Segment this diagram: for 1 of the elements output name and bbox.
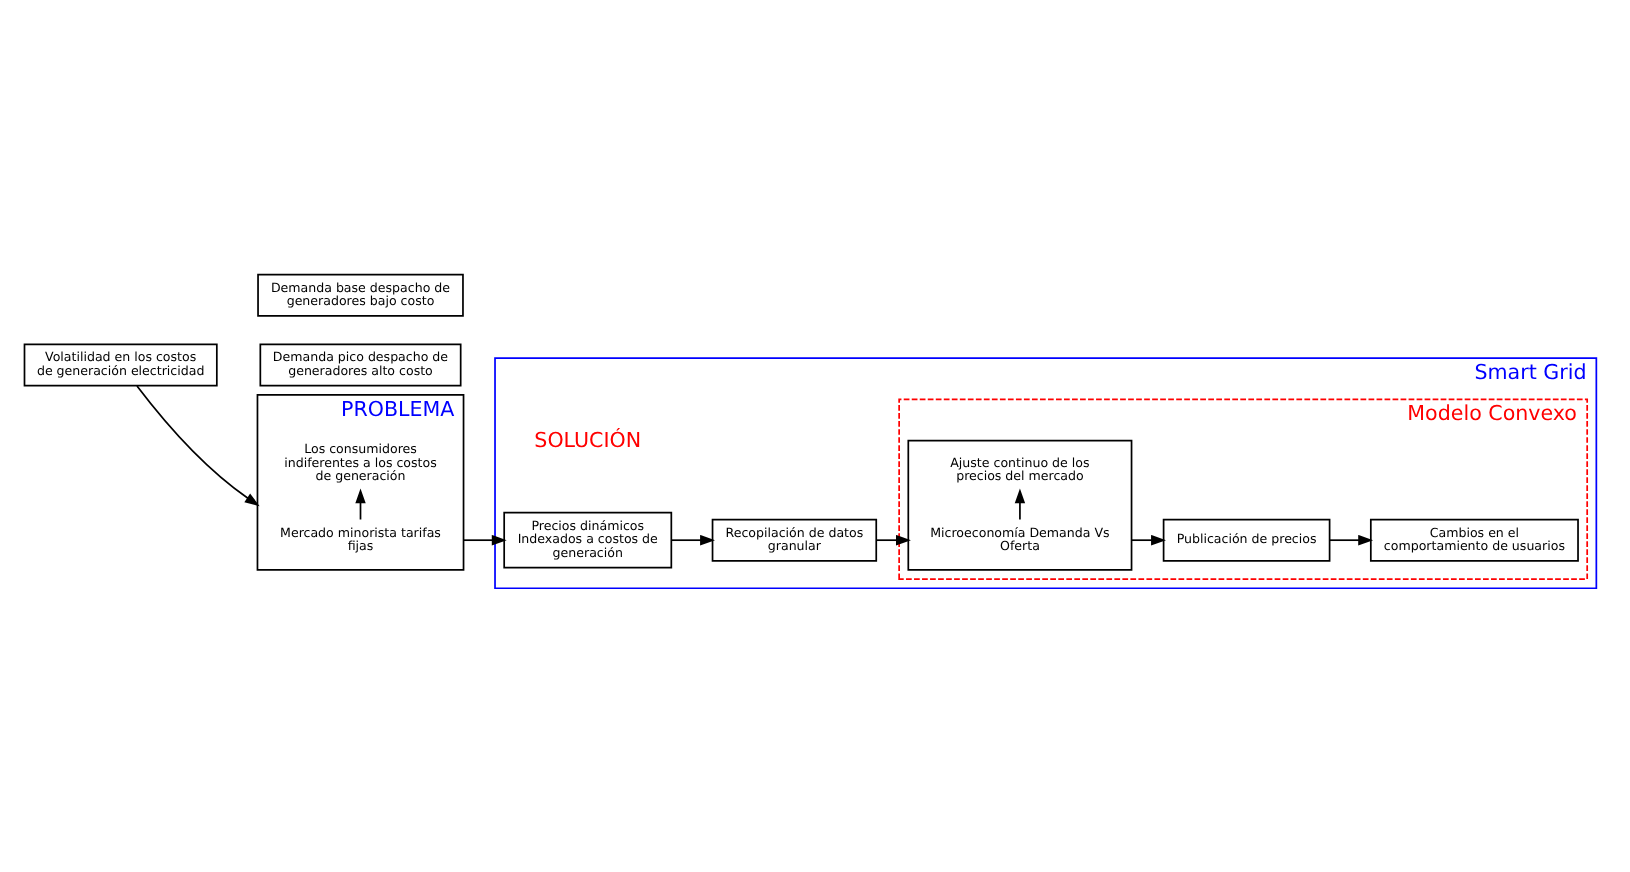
label: SOLUCIÓN — [534, 428, 642, 453]
